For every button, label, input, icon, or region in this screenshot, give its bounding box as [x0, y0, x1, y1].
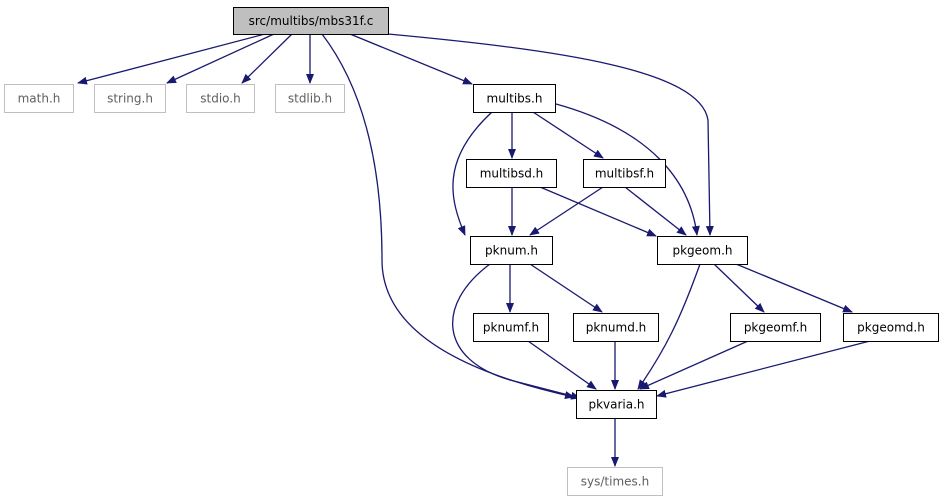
node-box	[657, 236, 748, 265]
node-math-h: math.h	[4, 84, 74, 113]
edge-mbs31f-c-to-pkgeom-h	[387, 33, 714, 236]
node-label: multibs.h	[487, 92, 543, 106]
node-label: multibsf.h	[595, 167, 654, 181]
node-label: sys/times.h	[581, 475, 649, 489]
node-box	[843, 313, 939, 342]
node-label: string.h	[107, 92, 153, 106]
node-string-h: string.h	[94, 84, 166, 113]
edge-mbs31f-c-to-math-h	[77, 33, 266, 85]
edge-multibsf-h-to-pkgeom-h	[624, 186, 687, 236]
edge-pknumf-h-to-pkvaria-h	[527, 340, 597, 390]
node-box	[567, 467, 663, 496]
edge-pkgeomf-h-to-pkvaria-h	[639, 340, 749, 390]
edge-mbs31f-c-to-pkvaria-h	[321, 33, 575, 399]
edge-pkgeom-h-to-pkgeomf-h	[713, 263, 765, 313]
node-multibsd-h[interactable]: multibsd.h	[466, 159, 557, 188]
edge-pkgeomd-h-to-pkvaria-h	[656, 340, 871, 398]
edge-multibsf-h-to-pknum-h	[529, 186, 604, 236]
node-box	[466, 159, 557, 188]
node-pknumd-h[interactable]: pknumd.h	[573, 313, 659, 342]
node-pkgeomf-h[interactable]: pkgeomf.h	[730, 313, 821, 342]
node-label: stdlib.h	[288, 92, 332, 106]
nodes-layer: src/multibs/mbs31f.c math.h string.h stdio.…	[4, 7, 939, 496]
node-pkgeom-h[interactable]: pkgeom.h	[657, 236, 748, 265]
node-multibs-h[interactable]: multibs.h	[473, 84, 556, 113]
edge-multibs-h-to-multibsf-h	[532, 111, 604, 159]
node-box	[473, 313, 549, 342]
node-mbs31f-c[interactable]: src/multibs/mbs31f.c	[233, 7, 389, 35]
node-sys-times-h: sys/times.h	[567, 467, 663, 496]
node-pknum-h[interactable]: pknum.h	[470, 236, 553, 265]
edge-multibs-h-to-pknum-h	[452, 111, 493, 236]
edge-mbs31f-c-to-multibs-h	[349, 33, 473, 85]
node-label: multibsd.h	[480, 167, 544, 181]
edge-mbs31f-c-to-string-h	[166, 33, 275, 84]
node-stdlib-h: stdlib.h	[275, 84, 345, 113]
node-box	[275, 84, 345, 113]
node-pknumf-h[interactable]: pknumf.h	[473, 313, 549, 342]
node-multibsf-h[interactable]: multibsf.h	[583, 159, 666, 188]
node-label: src/multibs/mbs31f.c	[249, 14, 374, 28]
edge-multibsd-h-to-pkgeom-h	[539, 186, 657, 237]
edge-multibs-h-to-pkgeom-h	[555, 103, 700, 236]
node-label: stdio.h	[200, 92, 240, 106]
node-label: pknum.h	[485, 244, 538, 258]
edge-pknum-h-to-pknumd-h	[529, 263, 603, 313]
node-box	[470, 236, 553, 265]
node-pkvaria-h[interactable]: pkvaria.h	[576, 390, 657, 419]
node-box	[576, 390, 657, 419]
node-box	[4, 84, 74, 113]
node-label: pkgeomf.h	[744, 321, 807, 335]
node-box	[730, 313, 821, 342]
node-label: pkgeomd.h	[857, 321, 925, 335]
node-box	[473, 84, 556, 113]
node-stdio-h: stdio.h	[186, 84, 255, 113]
edges-layer	[77, 33, 871, 467]
node-label: pknumd.h	[586, 321, 647, 335]
node-box	[573, 313, 659, 342]
edge-pkgeom-h-to-pkvaria-h	[637, 263, 701, 390]
node-label: pknumf.h	[483, 321, 539, 335]
node-label: pkvaria.h	[588, 398, 644, 412]
node-label: pkgeom.h	[672, 244, 732, 258]
node-label: math.h	[18, 92, 61, 106]
edge-pkgeom-h-to-pkgeomd-h	[735, 263, 853, 313]
node-pkgeomd-h[interactable]: pkgeomd.h	[843, 313, 939, 342]
node-box	[94, 84, 166, 113]
node-box	[233, 7, 389, 35]
edge-pknum-h-to-pkvaria-h	[452, 263, 581, 400]
node-box	[186, 84, 255, 113]
edge-mbs31f-c-to-stdio-h	[241, 33, 293, 84]
node-box	[583, 159, 666, 188]
